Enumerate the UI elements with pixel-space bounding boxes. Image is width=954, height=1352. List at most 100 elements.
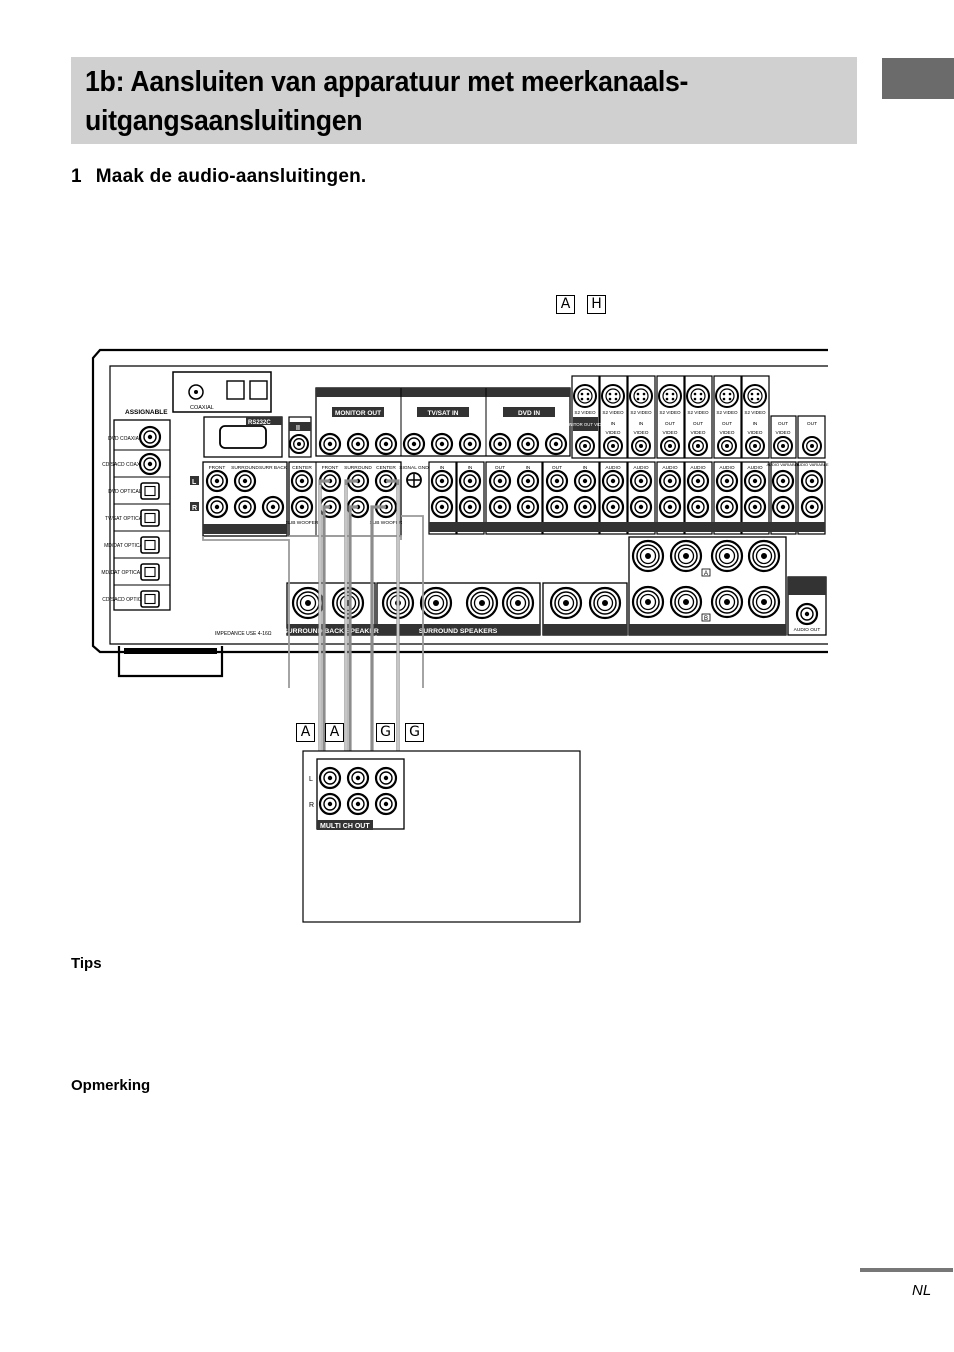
footer-rule: [860, 1268, 953, 1272]
audio-in-label: IN: [468, 465, 473, 471]
cable-letter-box: H: [587, 295, 606, 314]
video-jacks: [575, 436, 822, 456]
roman-ii-label: II: [296, 425, 300, 432]
audio-label: AUDIO: [662, 465, 677, 471]
multi-in-front-label: FRONT: [322, 465, 339, 471]
cd-sacd-coaxial-in-label: CD/SACD COAXIAL IN: [102, 462, 154, 468]
multi-in-center-label: CENTER: [376, 465, 396, 471]
md-dat-optical-in-label: MD/DAT OPTICAL IN: [104, 543, 152, 549]
cable-letter-box: A: [296, 723, 315, 742]
audio-label: AUDIO: [747, 465, 762, 471]
optical-port: [140, 563, 160, 581]
coaxial-jack: [138, 452, 162, 476]
md-dat-optical-out-label: MD/DAT OPTICAL OUT: [101, 570, 154, 576]
multi-ch-out-label: MULTI CH OUT: [320, 823, 370, 830]
device-row-r-label: R: [309, 802, 314, 809]
optical-port: [140, 482, 160, 500]
step-number: 1: [71, 166, 82, 187]
audio-label: AUDIO: [605, 465, 620, 471]
monitor-out-video-label: MONITOR OUT VIDEO: [563, 422, 609, 427]
row-l-label: L: [192, 479, 197, 486]
video-out-label: OUT: [665, 421, 675, 427]
s2-video-label: S2 VIDEO: [744, 410, 766, 415]
video-label: VIDEO: [606, 430, 621, 436]
video-in-label: IN: [611, 421, 616, 427]
preout-front-label: FRONT: [209, 465, 226, 471]
s2-video-label: S2 VIDEO: [716, 410, 738, 415]
optical-port: [140, 536, 160, 554]
audio-in-label: IN: [440, 465, 445, 471]
s2-video-label: S2 VIDEO: [602, 410, 624, 415]
audio-label: AUDIO: [719, 465, 734, 471]
dvd-coaxial-in-label: DVD COAXIAL IN: [108, 436, 148, 442]
tips-heading: Tips: [71, 955, 102, 972]
step-text: Maak de audio-aansluitingen.: [95, 166, 367, 187]
s2-video-label: S2 VIDEO: [659, 410, 681, 415]
video-out-label: OUT: [693, 421, 703, 427]
cable-letter-box: G: [405, 723, 424, 742]
preout-surr-back-label: SURR BACK: [259, 465, 288, 471]
audio-variable-label: AUDIO VARIABLE: [766, 462, 799, 467]
note-heading: Opmerking: [71, 1077, 151, 1094]
audio-out-jack: [795, 602, 819, 626]
video-in-label: IN: [753, 421, 758, 427]
video-out-label: OUT: [807, 421, 817, 427]
audio-variable-label: AUDIO VARIABLE: [795, 462, 828, 467]
cd-sacd-optical-in-label: CD/SACD OPTICAL IN: [102, 597, 154, 603]
speaker-b-label: B: [704, 616, 708, 622]
multi-in-surround-label: SURROUND: [344, 465, 372, 471]
s2-video-label: S2 VIDEO: [687, 410, 709, 415]
impedance-label: IMPEDANCE USE 4-16Ω: [215, 631, 272, 637]
tv-sat-in-label: TV/SAT IN: [428, 410, 459, 417]
audio-label: AUDIO: [633, 465, 648, 471]
tv-sat-optical-in-label: TV/SAT OPTICAL IN: [105, 516, 151, 522]
step-heading: 1 Maak de audio-aansluitingen.: [71, 166, 366, 188]
monitor-out-label: MONITOR OUT: [335, 410, 381, 417]
video-label: VIDEO: [634, 430, 649, 436]
audio-out-label: OUT: [495, 465, 505, 471]
coaxial-jack: [138, 425, 162, 449]
preout-surround-label: SURROUND: [231, 465, 259, 471]
cable-letter-box: A: [325, 723, 344, 742]
row-r-label: R: [192, 505, 197, 512]
signal-gnd-label: SIGNAL GND: [399, 465, 429, 471]
video-label: VIDEO: [663, 430, 678, 436]
audio-in-label: IN: [583, 465, 588, 471]
dvd-optical-in-label: DVD OPTICAL IN: [108, 489, 148, 495]
surround-back-speaker-label: SURROUND BACK SPEAKER: [283, 628, 379, 635]
sub-woofer-label: SUB WOOFER: [370, 520, 403, 526]
sub-woofer-label: SUB WOOFER: [286, 520, 319, 526]
rs232c-label: RS232C: [248, 420, 271, 426]
surround-speakers-label: SURROUND SPEAKERS: [419, 628, 498, 635]
audio-out-label: OUT: [552, 465, 562, 471]
video-out-label: OUT: [722, 421, 732, 427]
footer-language: NL: [912, 1282, 932, 1299]
dvd-in-label: DVD IN: [518, 410, 540, 417]
video-label: VIDEO: [776, 430, 791, 436]
video-label: VIDEO: [720, 430, 735, 436]
video-label: VIDEO: [691, 430, 706, 436]
preout-center-label: CENTER: [292, 465, 312, 471]
assignable-label: ASSIGNABLE: [125, 409, 168, 416]
page-title-box: 1b: Aansluiten van apparatuur met meerka…: [71, 57, 857, 144]
cable-inner: [319, 485, 399, 794]
cable-guides: [202, 515, 424, 688]
optical-port: [140, 590, 160, 608]
page-title-line1: 1b: Aansluiten van apparatuur met meerka…: [85, 66, 689, 98]
page-title: 1b: Aansluiten van apparatuur met meerka…: [85, 63, 793, 141]
cable-letter-box: A: [556, 295, 575, 314]
speaker-a-label: A: [704, 571, 708, 577]
coaxial-label: COAXIAL: [190, 405, 214, 411]
s2-video-label: S2 VIDEO: [574, 410, 596, 415]
device-row-l-label: L: [309, 776, 313, 783]
optical-port: [140, 509, 160, 527]
digital-input-grid: [114, 449, 170, 586]
connection-diagram: COAXIAL ASSIGNABLE DVD COAXIAL IN CD/SAC…: [91, 348, 829, 923]
cable-letter-box: G: [376, 723, 395, 742]
audio-label: AUDIO: [690, 465, 705, 471]
control-jack: [289, 434, 309, 454]
video-in-label: IN: [639, 421, 644, 427]
section-tab: [882, 58, 954, 99]
audio-out-label: AUDIO OUT: [794, 627, 821, 633]
video-out-label: OUT: [778, 421, 788, 427]
